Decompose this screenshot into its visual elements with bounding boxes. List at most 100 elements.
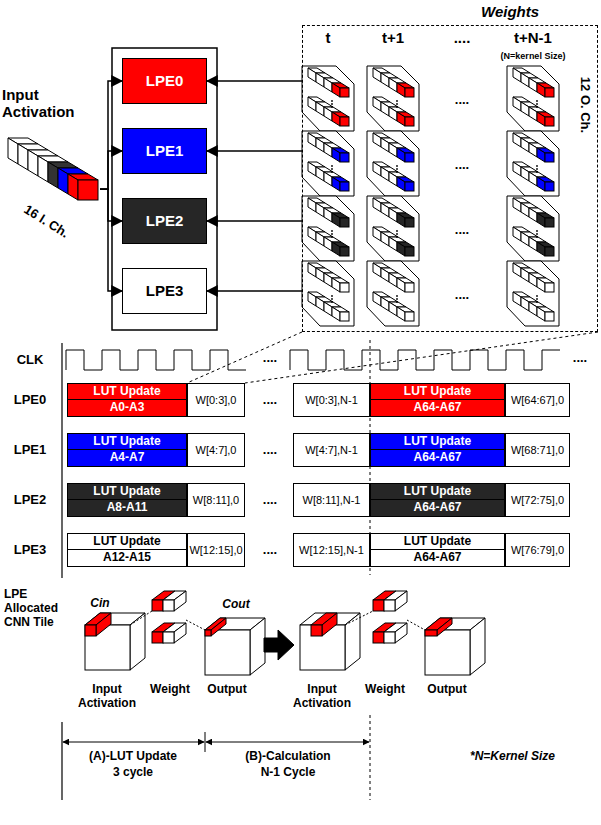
- zoom-line: [245, 332, 598, 383]
- activation-range: A0-A3: [68, 401, 186, 415]
- ellipsis-dot: [331, 103, 333, 105]
- ellipsis-dot: [536, 103, 538, 105]
- weight-group-outline: [507, 66, 559, 131]
- weight-tile: [384, 632, 395, 643]
- activation-range: A64-A67: [371, 451, 504, 465]
- weight-filter: [324, 107, 332, 121]
- weight-filter: [373, 227, 381, 241]
- weight-tile: [395, 591, 407, 611]
- ellipsis-dot: [536, 100, 538, 102]
- ellipsis: ....: [454, 29, 471, 46]
- ellipsis-dot: [331, 233, 333, 235]
- weight-filter: [340, 283, 349, 292]
- weight-filter: [381, 73, 389, 87]
- slot-title: LUT Update: [371, 535, 504, 550]
- node-label: LPE3: [146, 282, 184, 299]
- activation-range: A64-A67: [371, 501, 504, 515]
- ellipsis-dot: [396, 301, 398, 303]
- lut-update-slot: LUT UpdateA64-A67: [370, 433, 505, 467]
- weight-filter: [340, 247, 349, 256]
- weight-filter: [340, 88, 349, 97]
- input-bar: [48, 162, 58, 188]
- node-label: W[64:67],0: [506, 394, 569, 407]
- weight-filter: [537, 213, 545, 227]
- ellipsis-dot: [331, 298, 333, 300]
- input-bar: [78, 180, 98, 200]
- phase-tick: [205, 732, 206, 752]
- weight-slot: W[8:11],N-1: [293, 483, 370, 517]
- ellipsis-dot: [331, 301, 333, 303]
- clock-wave: [290, 350, 560, 370]
- activation-tile: [130, 613, 145, 670]
- weight-filter: [513, 292, 521, 306]
- weight-filter: [537, 177, 545, 191]
- ellipsis-dot: [331, 230, 333, 232]
- time-step: t+1: [382, 29, 404, 46]
- ellipsis: ....: [263, 351, 277, 366]
- ellipsis-dot: [536, 168, 538, 170]
- ellipsis: ....: [263, 443, 277, 458]
- weight-slot: W[0:3],0: [187, 383, 245, 417]
- input-bar: [28, 150, 38, 176]
- weight-filter: [389, 273, 397, 287]
- ellipsis-dot: [396, 298, 398, 300]
- time-axis: [61, 722, 62, 800]
- weight-filter: [529, 273, 537, 287]
- weight-filter: [373, 162, 381, 176]
- weight-filter: [513, 227, 521, 241]
- weight-group-outline: [507, 261, 559, 326]
- section-title: LPE Allocated CNN Tile: [4, 588, 76, 629]
- row-label: LPE0: [14, 393, 47, 408]
- weight-filter: [405, 182, 414, 191]
- weight-filter: [389, 237, 397, 251]
- weight-filter: [316, 73, 324, 87]
- weight-tile: [373, 632, 384, 643]
- ellipsis-dot: [396, 103, 398, 105]
- weight-filter: [545, 88, 554, 97]
- weight-filter: [397, 148, 405, 162]
- weight-slot: W[8:11],0: [187, 483, 245, 517]
- slot-title: LUT Update: [371, 385, 504, 400]
- data-arrow: [100, 189, 122, 291]
- activation-tile: [322, 613, 337, 636]
- node-label: W[8:11],0: [188, 494, 244, 507]
- slot-title: LUT Update: [68, 535, 186, 550]
- weight-filter: [332, 213, 340, 227]
- ellipsis-dot: [396, 100, 398, 102]
- row-label: LPE2: [14, 493, 47, 508]
- weight-filter: [513, 133, 521, 147]
- tile-label: Input Activation: [72, 683, 142, 711]
- weight-filter: [537, 242, 545, 256]
- weight-slot: W[64:67],0: [505, 383, 570, 417]
- weight-filter: [397, 177, 405, 191]
- weight-filter: [521, 232, 529, 246]
- weight-filter: [397, 213, 405, 227]
- weight-filter: [545, 182, 554, 191]
- weight-filter: [324, 78, 332, 92]
- weight-filter: [373, 292, 381, 306]
- ellipsis-dot: [536, 106, 538, 108]
- ellipsis-dot: [396, 106, 398, 108]
- ellipsis-dot: [331, 236, 333, 238]
- weight-filter: [373, 198, 381, 212]
- weight-group-outline: [302, 261, 354, 326]
- ellipsis: ....: [263, 493, 277, 508]
- output-tile: [470, 618, 485, 675]
- activation-range: A4-A7: [68, 451, 186, 465]
- weight-filter: [381, 268, 389, 282]
- node-label: W[0:3],N-1: [294, 394, 369, 407]
- weight-tile: [395, 623, 407, 643]
- weight-filter: [513, 97, 521, 111]
- weight-slot: W[72:75],0: [505, 483, 570, 517]
- weight-filter: [332, 112, 340, 126]
- weight-filter: [316, 268, 324, 282]
- weight-filter: [332, 177, 340, 191]
- weight-filter: [397, 112, 405, 126]
- node-label: W[4:7],0: [188, 444, 244, 457]
- ellipsis: ....: [455, 93, 469, 108]
- node-label: W[0:3],0: [188, 394, 244, 407]
- ellipsis-dot: [536, 230, 538, 232]
- lut-update-slot: LUT UpdateA64-A67: [370, 383, 505, 417]
- node-label: LPE0: [146, 72, 184, 89]
- node-label: W[4:7],N-1: [294, 444, 369, 457]
